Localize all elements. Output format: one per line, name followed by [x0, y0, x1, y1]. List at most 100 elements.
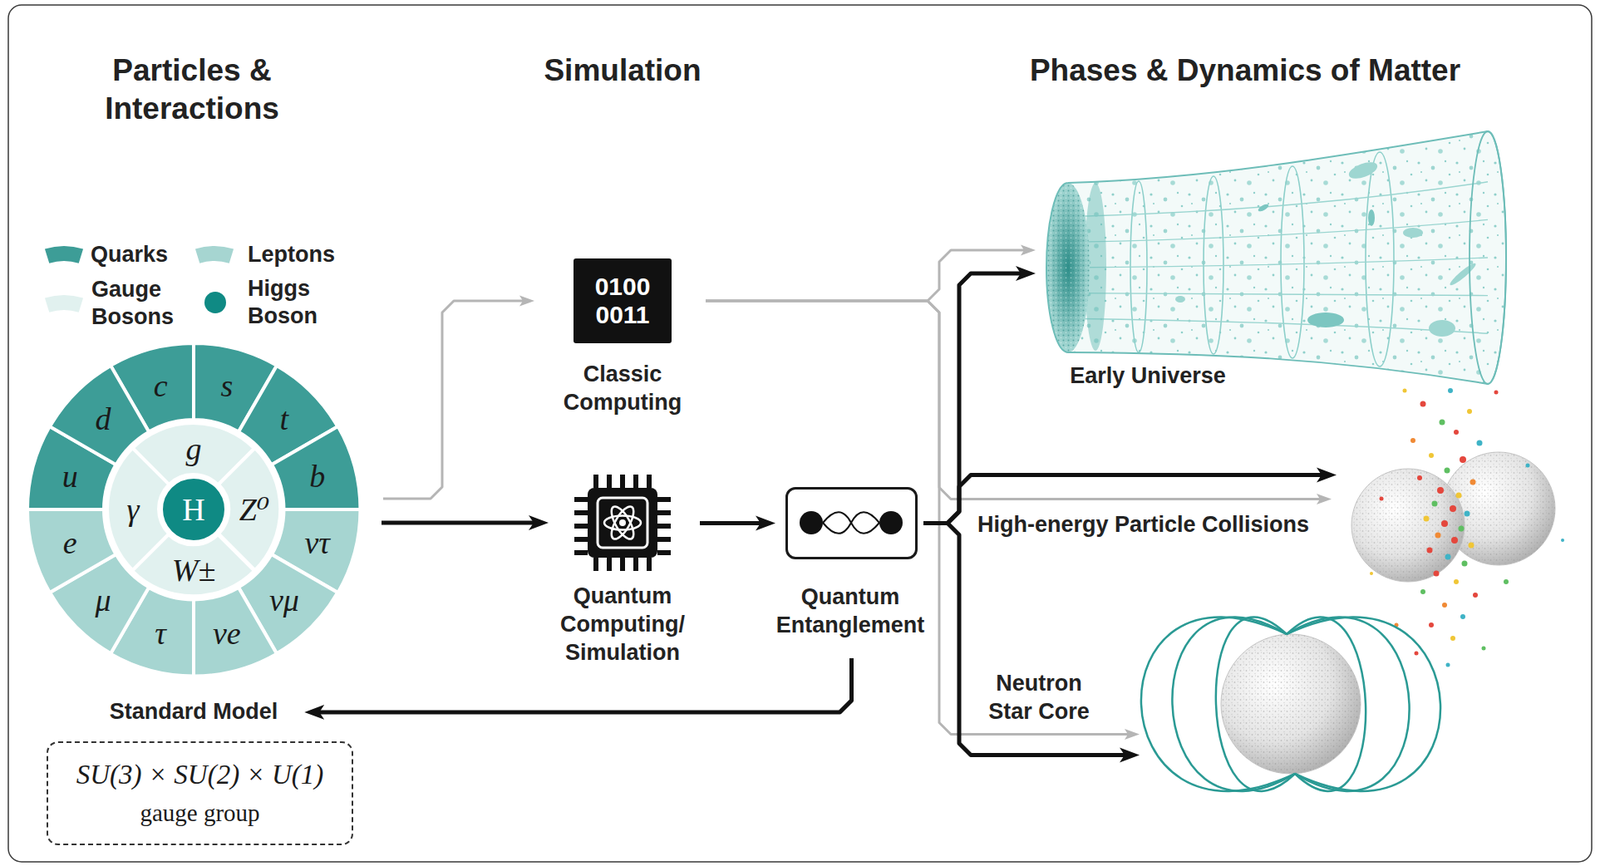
particle-spray — [1435, 532, 1442, 539]
particle-spray — [1481, 646, 1487, 651]
funnel-interior — [1307, 312, 1344, 328]
particle-spray — [1472, 592, 1478, 598]
magnetic-field-lines — [1286, 616, 1441, 791]
chip-icon — [633, 474, 639, 488]
particle-spray — [1453, 579, 1459, 585]
node-label: Quantum Computing/ Simulation — [560, 582, 685, 667]
chip-icon — [657, 523, 671, 529]
particle-symbol: Z⁰ — [239, 493, 270, 526]
magnetic-field-lines — [1286, 616, 1366, 791]
neutron-star-illustration — [1141, 616, 1441, 791]
early-universe-illustration — [1038, 124, 1513, 391]
chip-icon — [633, 557, 639, 572]
funnel-interior — [1403, 227, 1423, 238]
particle-symbol: b — [309, 460, 325, 493]
column-heading: Phases & Dynamics of Matter — [1029, 51, 1461, 90]
particle-symbol: t — [280, 403, 290, 435]
funnel-interior — [1346, 158, 1379, 182]
neutron-star-node: Neutron Star Core — [980, 609, 1449, 830]
magnetic-field-lines — [1286, 616, 1410, 791]
funnel-interior — [1068, 219, 1488, 242]
particle-symbol: νμ — [269, 584, 300, 616]
funnel-interior — [1038, 124, 1513, 391]
node-label: Early Universe — [1069, 362, 1226, 391]
particle-spray — [1432, 501, 1438, 508]
entanglement-icon — [822, 512, 880, 534]
particle-spray — [1379, 497, 1384, 502]
chip-icon — [657, 550, 671, 556]
funnel-interior — [1068, 257, 1488, 268]
collision-illustration — [1351, 388, 1565, 668]
particle-symbol: H — [182, 493, 205, 526]
figure-frame — [8, 4, 1592, 862]
universe-anchor — [1046, 131, 1507, 384]
standard-model-wheel: Standard ModelcstbντνμνeτμeudgZ⁰W±γH — [19, 337, 368, 732]
legend-swatch-frame — [44, 293, 84, 316]
particle-spray — [1369, 571, 1374, 576]
particle-symbol: d — [95, 403, 112, 435]
entanglement-box — [785, 487, 918, 560]
funnel-interior — [1447, 260, 1478, 288]
legend-text: Gauge Bosons — [91, 275, 174, 331]
magnetic-field-lines — [1216, 616, 1295, 791]
wedge-shape: e — [24, 507, 119, 596]
particle-symbol: W± — [172, 554, 217, 586]
particle-spray — [1470, 479, 1477, 486]
particle-spray — [1449, 505, 1457, 512]
particle-symbol: g — [185, 433, 202, 465]
chip-icon — [587, 487, 658, 558]
chip-icon — [574, 497, 588, 503]
particle-spray — [1439, 419, 1446, 426]
connector-arrow — [705, 300, 1325, 500]
particle-spray — [1446, 663, 1451, 668]
connector-arrow — [923, 273, 1028, 524]
funnel-interior — [1175, 295, 1186, 303]
particle-wedge: νe — [191, 585, 280, 679]
gauge-group-caption: gauge group — [139, 798, 260, 828]
entanglement-icon — [822, 512, 880, 534]
node-label: Classic Computing — [563, 360, 682, 418]
particle-spray — [1467, 408, 1472, 414]
particle-spray — [1428, 452, 1434, 458]
node-heading: Standard Model — [109, 698, 279, 727]
gauge-group-box: SU(3) × SU(2) × U(1)gauge group — [46, 741, 354, 846]
entanglement-icon — [799, 511, 903, 535]
particle-spray — [1410, 438, 1416, 444]
legend-text: Quarks — [90, 241, 168, 269]
particle-spray — [1462, 561, 1468, 567]
funnel-interior — [1368, 209, 1375, 227]
particle-spray — [1447, 388, 1453, 394]
wedge-shape: b — [269, 423, 363, 512]
particle-spray — [1464, 511, 1471, 517]
particle-spray — [1459, 456, 1467, 463]
particle-wedge: e — [24, 507, 119, 596]
funnel-interior — [1068, 293, 1488, 296]
connector-arrow — [312, 658, 852, 713]
connector-arrow — [699, 521, 768, 526]
funnel-interior — [1256, 202, 1270, 213]
chip-icon — [604, 516, 641, 531]
particle-symbol: μ — [95, 584, 112, 616]
chip-icon — [657, 497, 671, 503]
chip-icon — [574, 523, 588, 529]
particle-spray — [1494, 390, 1499, 395]
connector-group — [312, 250, 1329, 756]
funnel-interior — [1280, 166, 1305, 359]
chip-icon — [619, 519, 626, 527]
chip-icon — [620, 474, 626, 488]
chip-icon — [597, 497, 648, 548]
particle-symbol: ντ — [305, 526, 330, 559]
funnel-interior — [1428, 320, 1456, 337]
neutron-star-illustration — [1220, 634, 1361, 774]
chip-icon — [606, 557, 612, 572]
column-heading: Particles & Interactions — [83, 51, 301, 129]
chip-icon — [607, 503, 639, 543]
particle-spray — [1428, 622, 1434, 628]
binary-digits: 0100 0011 — [573, 272, 672, 329]
chip-icon — [646, 557, 652, 572]
chip-icon — [607, 503, 639, 543]
particle-spray — [1442, 602, 1448, 608]
legend-swatch — [44, 295, 84, 313]
legend-swatch — [195, 246, 234, 264]
quantum-entanglement-node: Quantum Entanglement — [771, 482, 930, 644]
